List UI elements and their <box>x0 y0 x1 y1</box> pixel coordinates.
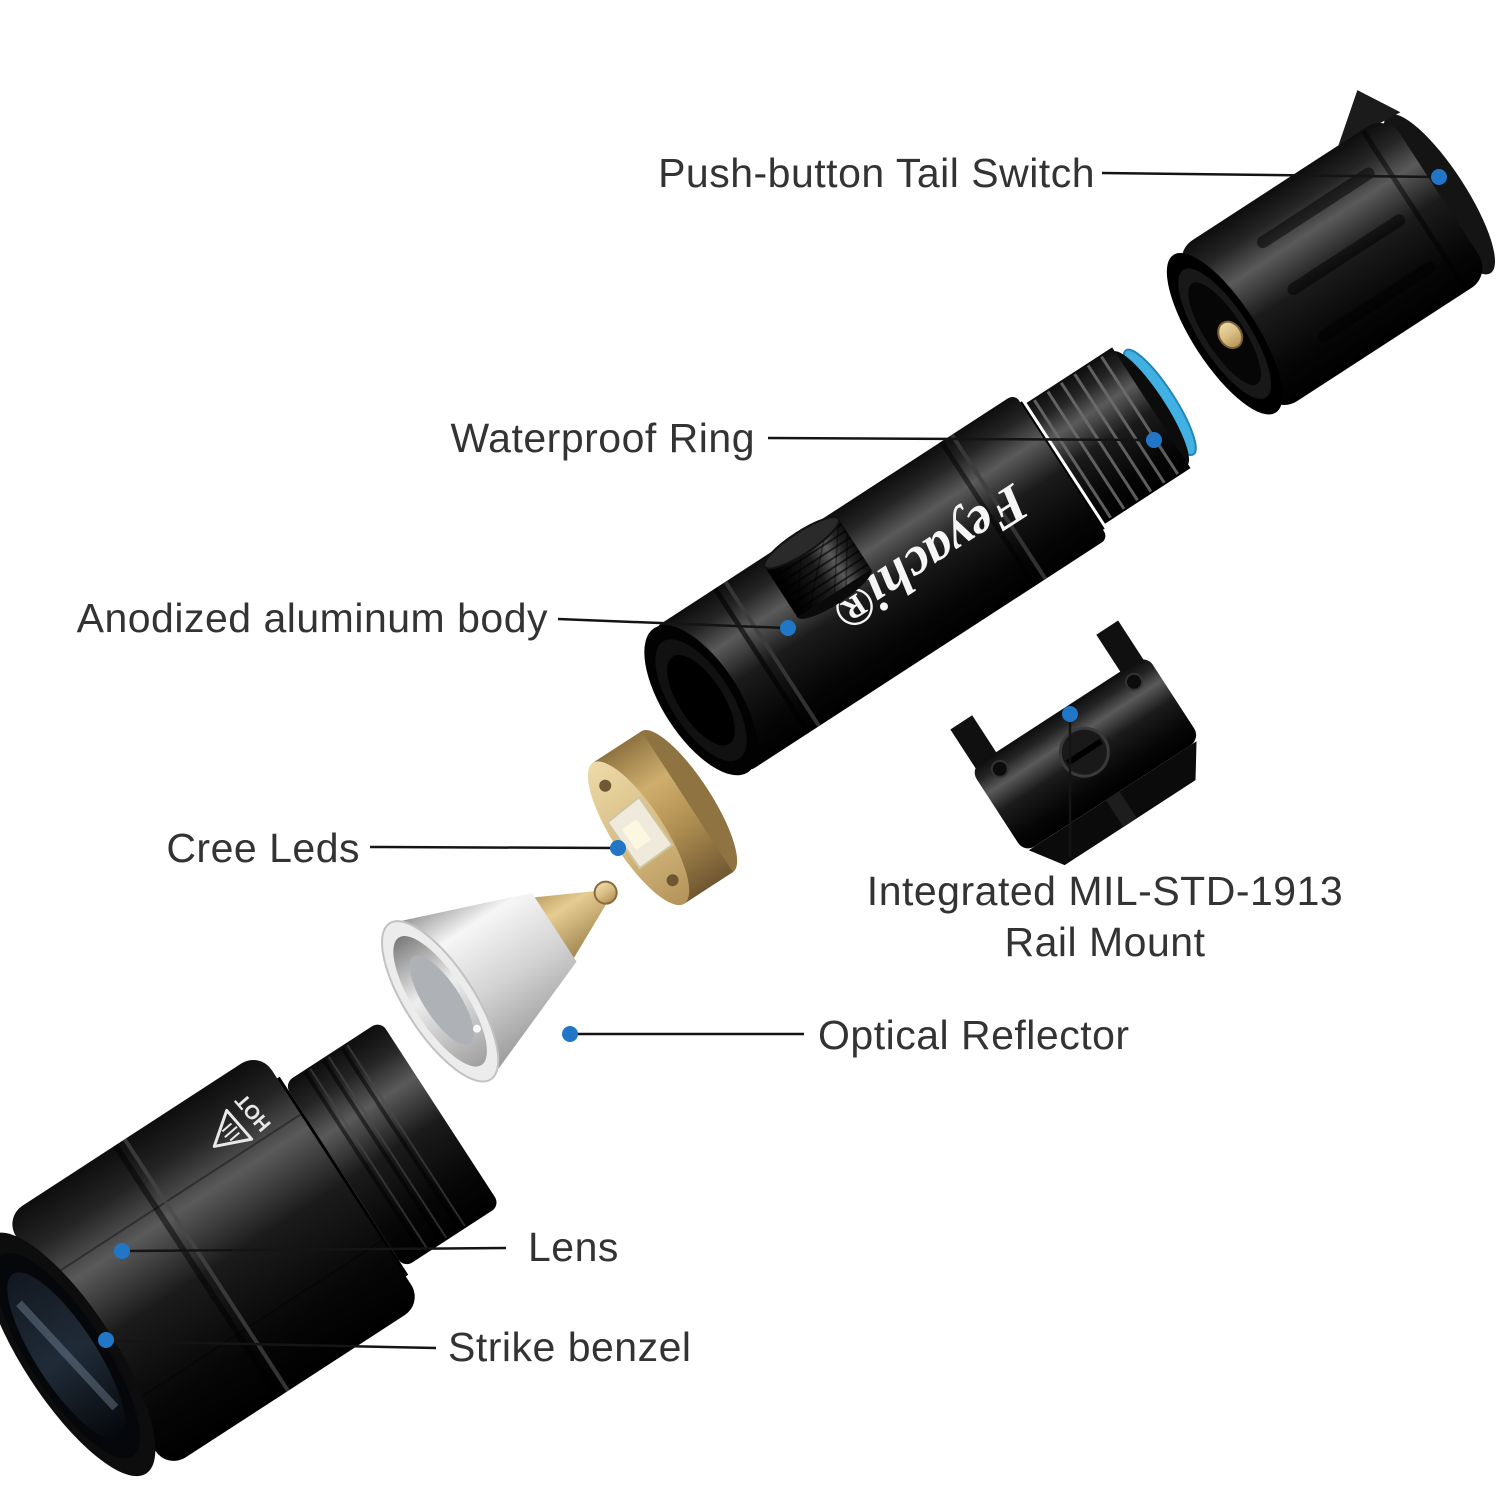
label-optical-reflector: Optical Reflector <box>818 1012 1130 1058</box>
tail-cap <box>1166 90 1495 415</box>
thumb-screw <box>763 516 872 619</box>
callout-line-aluminum-body <box>557 617 787 630</box>
label-rail-mount: Integrated MIL-STD-1913 Rail Mount <box>855 866 1355 969</box>
callout-line-lens <box>123 1246 507 1253</box>
led-module <box>587 730 738 906</box>
label-rail-mount-line2: Rail Mount <box>1004 919 1206 966</box>
callout-dot-waterproof-ring <box>1146 432 1162 448</box>
lens-glass <box>7 1272 126 1440</box>
callout-dot-tail-switch <box>1431 169 1447 185</box>
callout-lines <box>107 171 1438 1350</box>
label-cree-leds: Cree Leds <box>166 825 360 871</box>
label-aluminum-body: Anodized aluminum body <box>76 595 548 641</box>
callout-dot-cree-leds <box>610 840 626 856</box>
label-waterproof-ring: Waterproof Ring <box>450 415 755 461</box>
callout-line-waterproof-ring <box>767 436 1153 442</box>
rail-mount <box>950 620 1197 866</box>
callout-dot-lens <box>114 1243 130 1259</box>
callout-dot-rail-mount <box>1062 706 1078 722</box>
callout-line-tail-switch <box>1101 171 1438 179</box>
tail-contact <box>1217 320 1244 350</box>
reflector <box>381 880 618 1083</box>
label-rail-mount-line1: Integrated MIL-STD-1913 <box>866 868 1344 914</box>
tail-clip <box>1338 90 1401 146</box>
label-lens: Lens <box>528 1224 619 1270</box>
callout-line-strike-bezel <box>107 1339 437 1350</box>
body-tube: Feyachi® <box>644 347 1197 776</box>
head-bezel: HOT <box>0 1024 497 1477</box>
callout-dot-aluminum-body <box>780 620 796 636</box>
callout-line-cree-leds <box>369 845 617 850</box>
callout-dots <box>98 169 1447 1348</box>
label-strike-bezel: Strike benzel <box>448 1324 692 1370</box>
label-tail-switch: Push-button Tail Switch <box>658 150 1095 196</box>
callout-dot-strike-bezel <box>98 1332 114 1348</box>
callout-dot-optical-reflector <box>562 1026 578 1042</box>
